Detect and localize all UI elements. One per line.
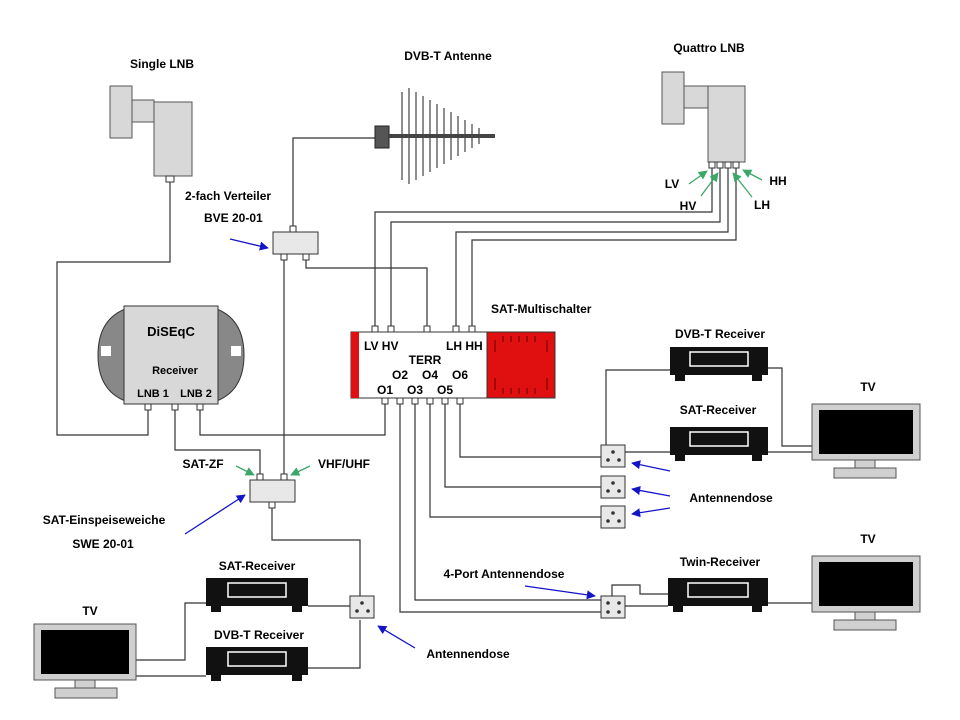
tv-left bbox=[33, 623, 137, 699]
label-dvbt-antenne: DVB-T Antenne bbox=[404, 49, 492, 63]
sat-multischalter bbox=[350, 325, 556, 405]
twin-receiver bbox=[668, 578, 768, 612]
label-ms-terr: TERR bbox=[409, 353, 442, 367]
label-4-port-antennendose: 4-Port Antennendose bbox=[444, 567, 565, 581]
label-ms-o1: O1 bbox=[377, 383, 393, 397]
sat-receiver-left bbox=[206, 578, 308, 612]
label-antennendose-left: Antennendose bbox=[426, 647, 510, 661]
label-lnb1: LNB 1 bbox=[137, 388, 169, 400]
label-lv: LV bbox=[665, 177, 679, 191]
label-ms-o3: O3 bbox=[407, 383, 423, 397]
single-lnb bbox=[109, 85, 193, 183]
antennendose-right-2 bbox=[600, 475, 626, 499]
antennendose-right-1 bbox=[600, 444, 626, 468]
label-tv-right-top: TV bbox=[860, 380, 875, 394]
label-multischalter: SAT-Multischalter bbox=[491, 302, 592, 316]
label-antennendose-right: Antennendose bbox=[689, 491, 773, 505]
label-verteiler-model: BVE 20-01 bbox=[204, 211, 263, 225]
label-single-lnb: Single LNB bbox=[130, 57, 194, 71]
label-hh: HH bbox=[769, 174, 786, 188]
label-sat-receiver-left: SAT-Receiver bbox=[219, 559, 296, 573]
label-einspeiseweiche-model: SWE 20-01 bbox=[72, 537, 134, 551]
label-sat-zf: SAT-ZF bbox=[182, 457, 223, 471]
label-lnb2: LNB 2 bbox=[180, 388, 212, 400]
label-ms-o5: O5 bbox=[437, 383, 453, 397]
label-twin-receiver: Twin-Receiver bbox=[680, 555, 761, 569]
dvbt-receiver-right bbox=[670, 347, 768, 381]
label-receiver: Receiver bbox=[152, 365, 199, 377]
label-diseqc: DiSEqC bbox=[147, 324, 195, 339]
dvbt-receiver-left bbox=[206, 647, 308, 681]
label-tv-right-bottom: TV bbox=[860, 532, 875, 546]
cables bbox=[56, 137, 812, 677]
sat-receiver-right bbox=[670, 427, 768, 461]
label-sat-receiver-right: SAT-Receiver bbox=[680, 403, 757, 417]
einspeiseweiche-swe-20-01 bbox=[249, 473, 296, 509]
label-ms-o4: O4 bbox=[422, 368, 438, 382]
label-lh: LH bbox=[754, 198, 770, 212]
label-einspeiseweiche-title: SAT-Einspeiseweiche bbox=[43, 513, 166, 527]
label-quattro-lnb: Quattro LNB bbox=[673, 41, 745, 55]
tv-right-top bbox=[811, 403, 921, 479]
text-labels: Single LNB DVB-T Antenne Quattro LNB 2-f… bbox=[43, 41, 876, 661]
label-ms-o6: O6 bbox=[452, 368, 468, 382]
dvbt-antenna bbox=[374, 88, 495, 184]
quattro-lnb bbox=[661, 71, 746, 169]
antennendose-4-port bbox=[600, 595, 626, 619]
diseqc-switch bbox=[97, 305, 245, 411]
antennendose-left bbox=[349, 595, 375, 619]
verteiler-bve-20-01 bbox=[272, 225, 319, 261]
label-vhf-uhf: VHF/UHF bbox=[318, 457, 370, 471]
tv-right-bottom bbox=[811, 555, 921, 631]
antennendose-right-3 bbox=[600, 505, 626, 529]
label-ms-o2: O2 bbox=[392, 368, 408, 382]
label-dvbt-receiver-right: DVB-T Receiver bbox=[675, 327, 765, 341]
label-dvbt-receiver-left: DVB-T Receiver bbox=[214, 628, 304, 642]
label-verteiler-title: 2-fach Verteiler bbox=[185, 189, 271, 203]
label-ms-inputs-left: LV HV bbox=[364, 339, 398, 353]
label-hv: HV bbox=[680, 199, 697, 213]
pointer-arrows bbox=[184, 169, 763, 649]
label-tv-left: TV bbox=[82, 604, 97, 618]
label-ms-inputs-right: LH HH bbox=[446, 339, 483, 353]
